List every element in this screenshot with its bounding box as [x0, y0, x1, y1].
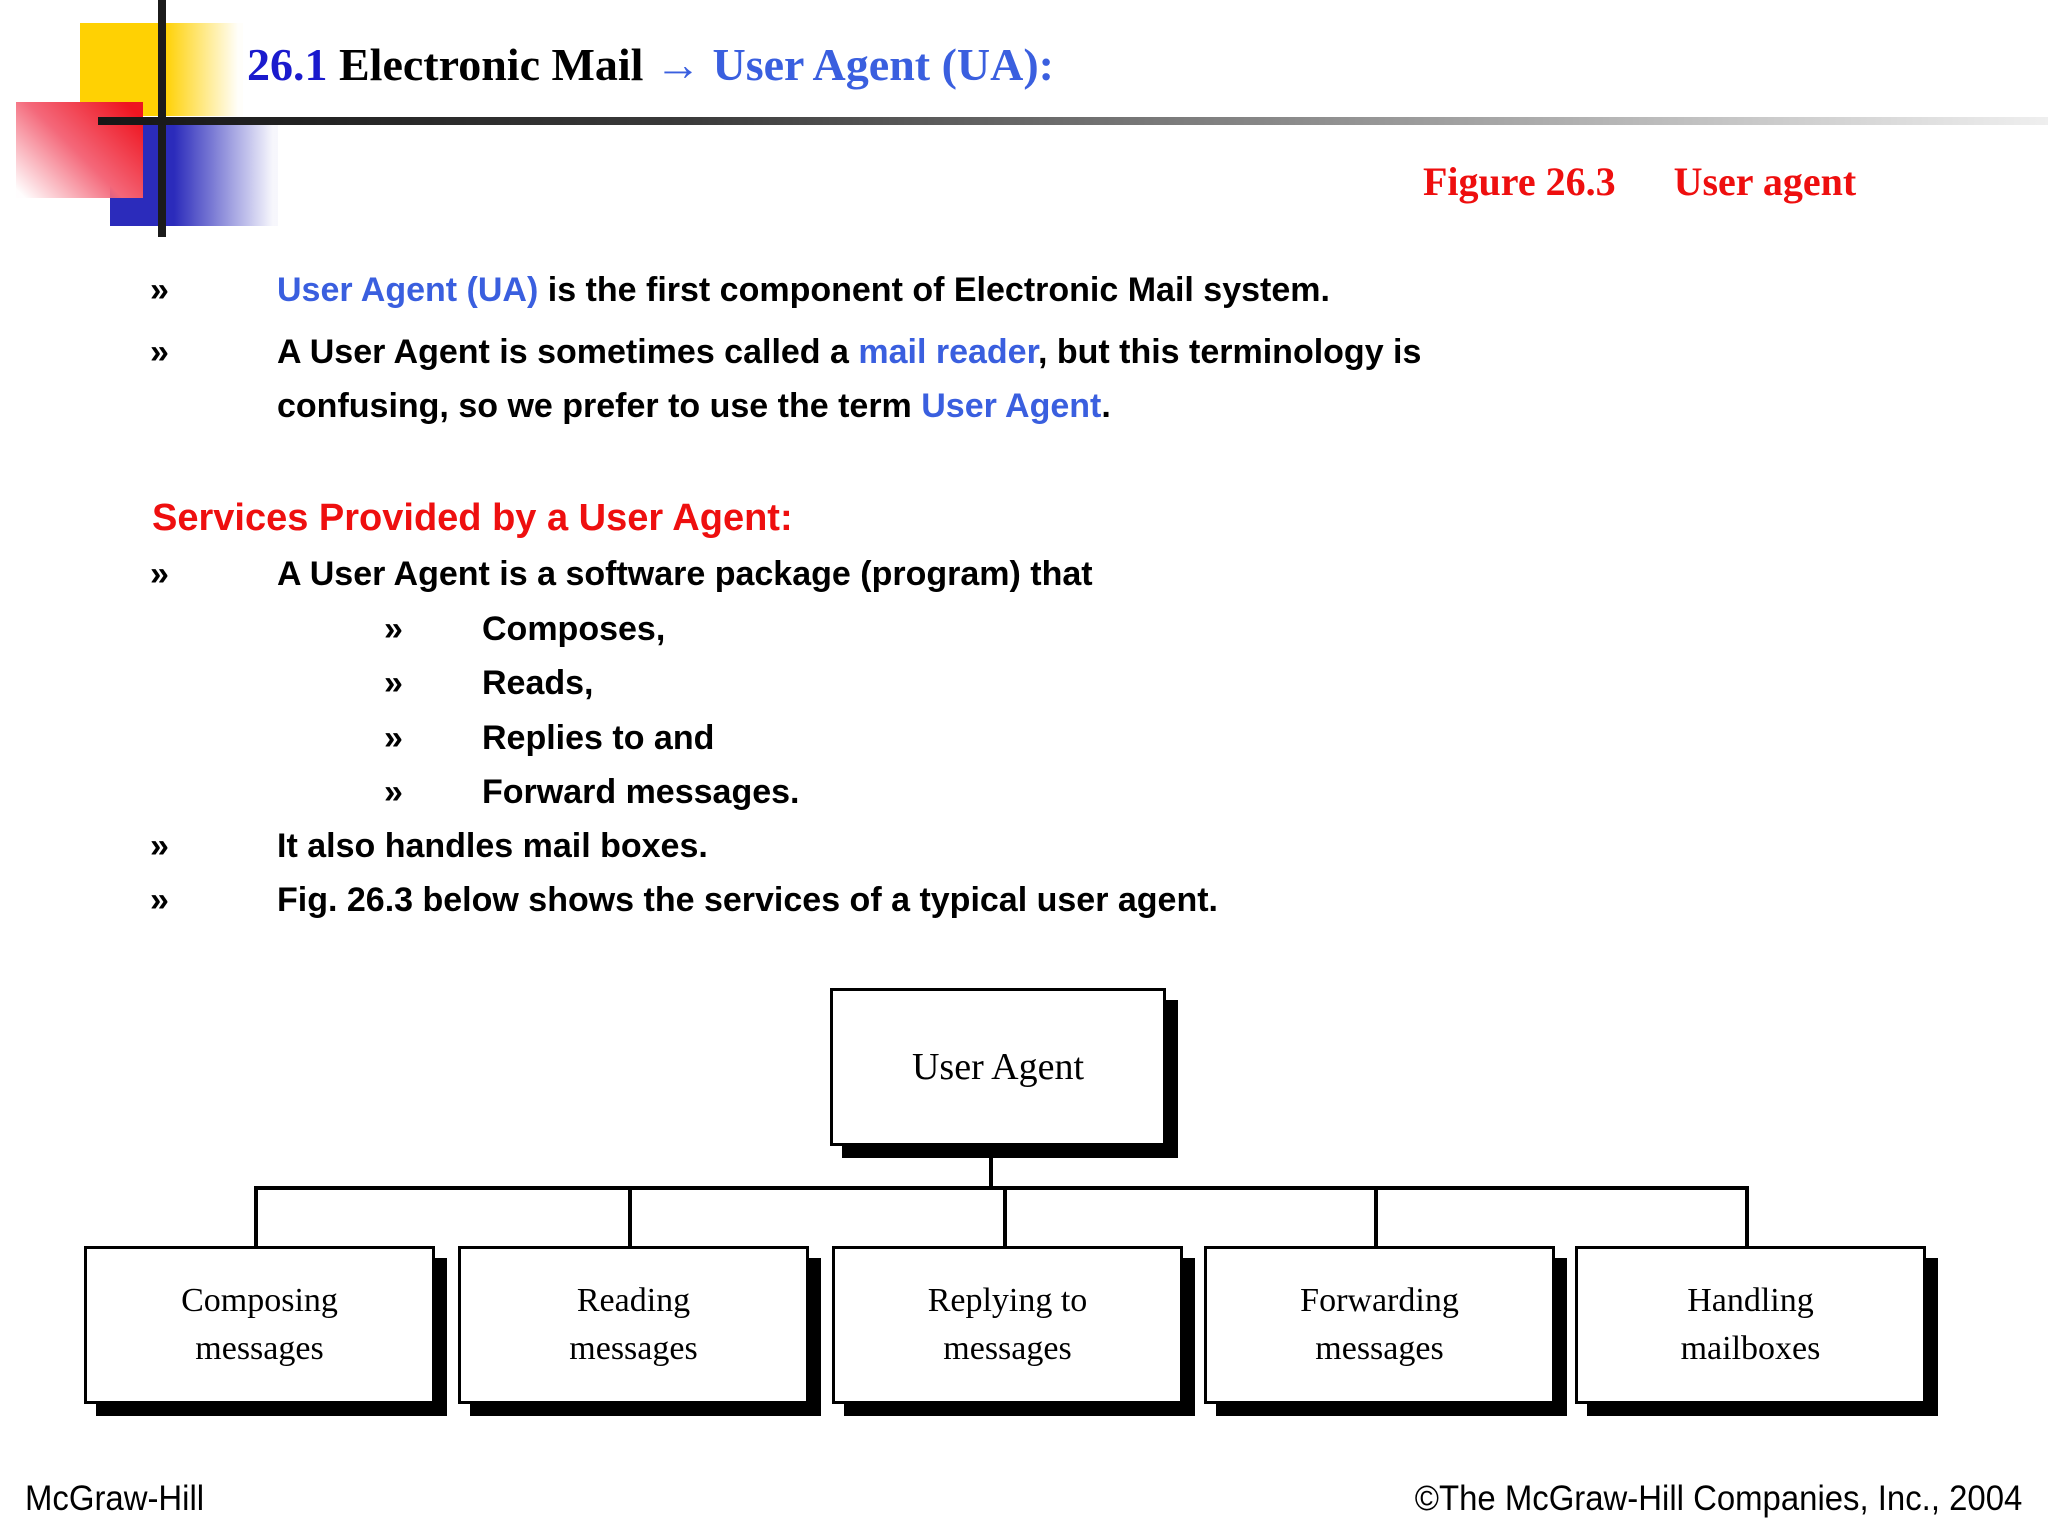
sub-bullet-3: Replies to and [482, 719, 715, 757]
box-label-line: Handling [1687, 1282, 1814, 1319]
connector-drop [1003, 1186, 1007, 1248]
connector-horizontal [254, 1186, 1749, 1190]
section-number: 26.1 [247, 39, 328, 90]
box-label-line: mailboxes [1680, 1330, 1821, 1367]
sub-bullet-2: Reads, [482, 664, 594, 702]
sub-bullet-marker: » [384, 719, 403, 757]
box-label-line: messages [195, 1330, 324, 1367]
arrow-icon: → [654, 39, 701, 90]
bullet-4: It also handles mail boxes. [277, 827, 708, 865]
sub-bullet-marker: » [384, 773, 403, 811]
bullet-marker: » [150, 271, 169, 309]
diagram-box-replying-to-messages: Replying to messages [832, 1246, 1183, 1404]
bullet-marker: » [150, 881, 169, 919]
bullet-2-cont-highlight: User Agent [921, 387, 1102, 425]
diagram-box-handling-mailboxes: Handling mailboxes [1575, 1246, 1926, 1404]
figure-caption: Figure 26.3 User agent [1423, 158, 1856, 206]
bullet-2-highlight: mail reader [858, 333, 1038, 371]
figure-label: Figure 26.3 [1423, 159, 1616, 204]
box-label-line: Reading [576, 1282, 691, 1319]
page-title: 26.1 Electronic Mail → User Agent (UA): [247, 38, 1054, 92]
bullet-3: A User Agent is a software package (prog… [277, 555, 1093, 593]
sub-bullet-marker: » [384, 610, 403, 648]
connector-drop [1374, 1186, 1378, 1248]
bullet-2-pre: A User Agent is sometimes called a [277, 333, 859, 371]
bullet-1-rest: is the first component of Electronic Mai… [538, 271, 1330, 309]
connector-root-vertical [989, 1140, 993, 1190]
sub-bullet-4: Forward messages. [482, 773, 800, 811]
bullet-1-highlight: User Agent (UA) [277, 271, 539, 309]
box-label-line: messages [569, 1330, 698, 1367]
diagram-root-box: User Agent [830, 988, 1166, 1146]
bullet-2-post: , but this terminology is [1037, 333, 1422, 371]
connector-drop [1745, 1186, 1749, 1248]
bullet-1: User Agent (UA) is the first component o… [277, 269, 1330, 311]
bullet-2-line-1: A User Agent is sometimes called a mail … [277, 331, 1421, 373]
box-label-line: messages [943, 1330, 1072, 1367]
connector-drop [254, 1186, 258, 1248]
sub-bullet-marker: » [384, 664, 403, 702]
services-heading: Services Provided by a User Agent: [152, 497, 793, 539]
sub-bullet-1: Composes, [482, 610, 666, 648]
box-label-line: messages [1315, 1330, 1444, 1367]
bullet-2-cont-post: . [1101, 387, 1111, 425]
bullet-5: Fig. 26.3 below shows the services of a … [277, 881, 1218, 919]
bullet-2-cont-pre: confusing, so we prefer to use the term [277, 387, 922, 425]
footer-publisher: McGraw-Hill [25, 1479, 205, 1518]
box-label-line: Composing [181, 1282, 338, 1319]
title-underline-rule [98, 117, 2048, 125]
diagram-box-reading-messages: Reading messages [458, 1246, 809, 1404]
bullet-marker: » [150, 555, 169, 593]
bullet-2-line-2: confusing, so we prefer to use the term … [277, 385, 1111, 427]
box-label-line: Replying to [927, 1282, 1088, 1319]
diagram-box-forwarding-messages: Forwarding messages [1204, 1246, 1555, 1404]
footer-copyright: ©The McGraw-Hill Companies, Inc., 2004 [1414, 1479, 2022, 1518]
box-label-line: Forwarding [1300, 1282, 1459, 1319]
section-title: Electronic Mail [327, 39, 655, 90]
bullet-marker: » [150, 333, 169, 371]
diagram-box-composing-messages: Composing messages [84, 1246, 435, 1404]
diagram-root-label: User Agent [911, 1046, 1085, 1088]
bullet-marker: » [150, 827, 169, 865]
section-subtitle: User Agent (UA): [700, 39, 1054, 90]
figure-title: User agent [1673, 159, 1857, 204]
connector-drop [628, 1186, 632, 1248]
